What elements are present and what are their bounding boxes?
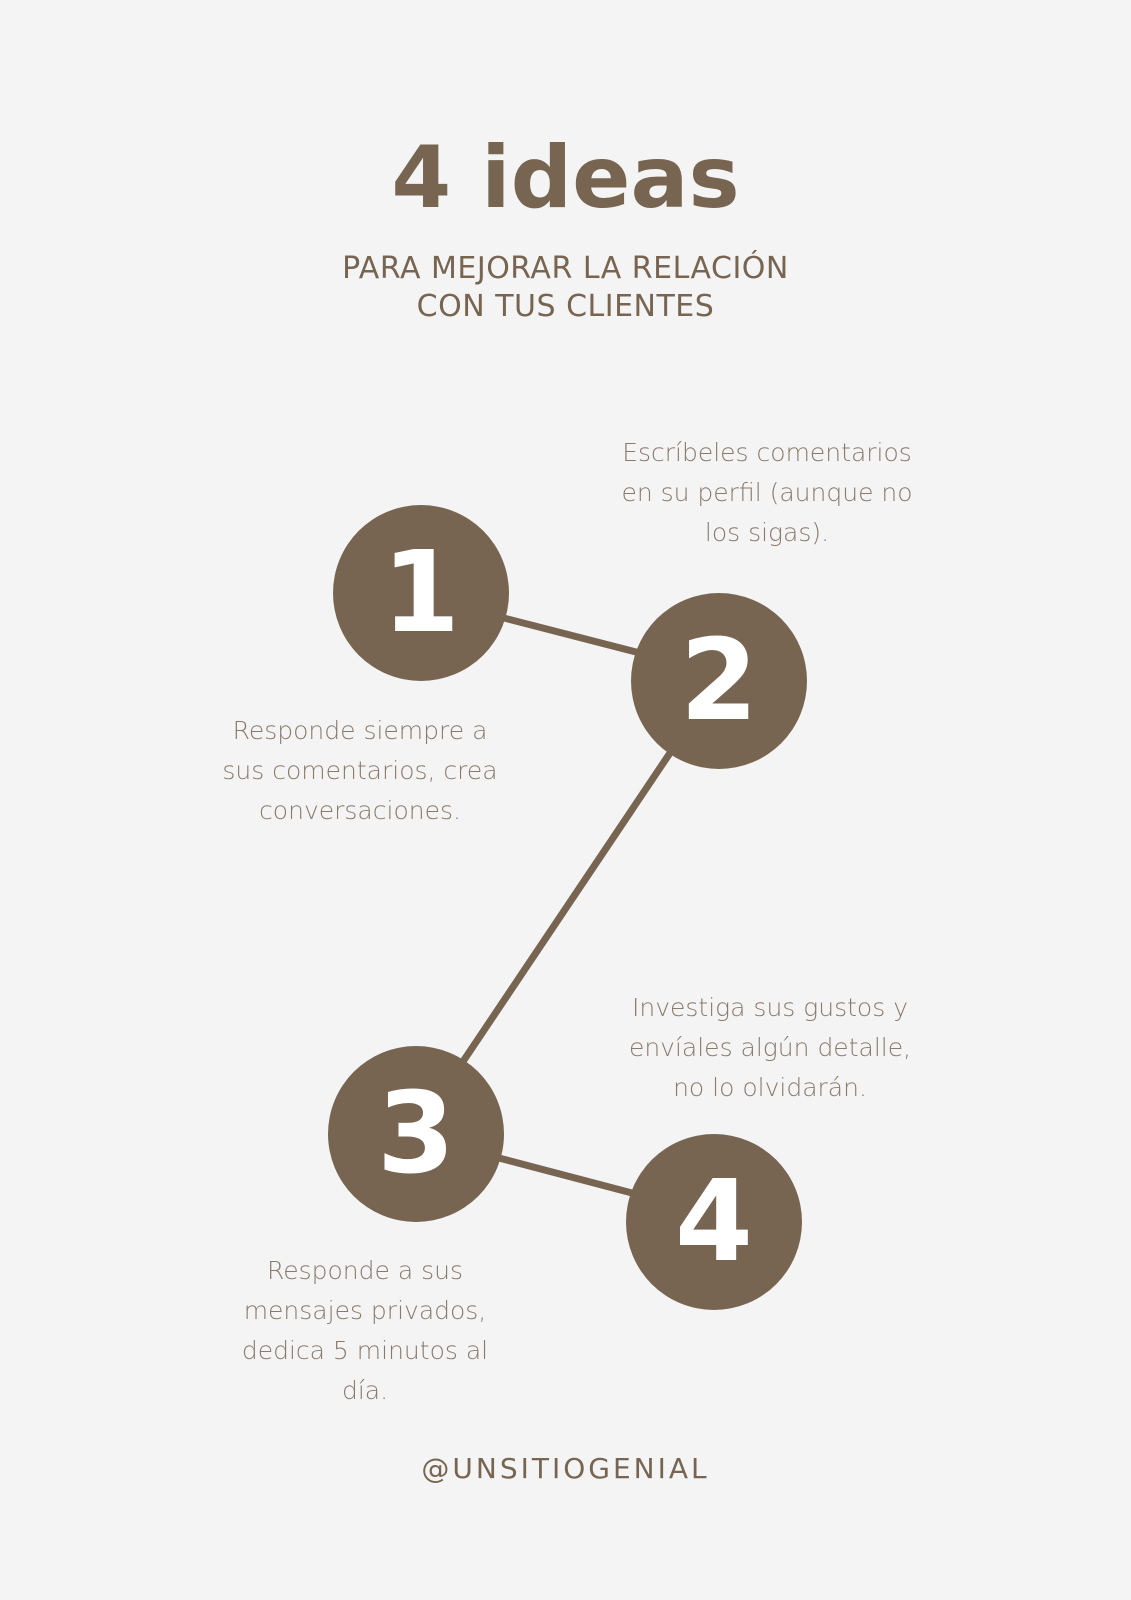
step-3-text-line: mensajes privados, xyxy=(243,1296,487,1325)
subtitle-line: PARA MEJORAR LA RELACIÓN xyxy=(342,251,789,286)
step-3-text-line: dedica 5 minutos al xyxy=(241,1336,489,1365)
step-2-circle: 2 xyxy=(631,593,807,769)
step-3-circle: 3 xyxy=(328,1046,504,1222)
step-1-text-line: conversaciones. xyxy=(259,796,461,825)
step-4-text: Investiga sus gustos y envíales algún de… xyxy=(615,988,925,1108)
step-4-text-line: Investiga sus gustos y xyxy=(631,993,908,1022)
step-3-text-line: día. xyxy=(341,1376,389,1405)
step-2-text-line: Escríbeles comentarios xyxy=(622,438,912,467)
step-1-text-line: sus comentarios, crea xyxy=(222,756,498,785)
step-2-text: Escríbeles comentarios en su perfil (aun… xyxy=(612,433,922,553)
step-1-circle: 1 xyxy=(333,505,509,681)
step-1-text: Responde siempre a sus comentarios, crea… xyxy=(205,711,515,831)
connector-2-3 xyxy=(458,746,676,1067)
step-3-text: Responde a sus mensajes privados, dedica… xyxy=(210,1251,520,1411)
step-4-text-line: envíales algún detalle, xyxy=(628,1033,912,1062)
step-3-text-line: Responde a sus xyxy=(266,1256,464,1285)
step-4-text-line: no lo olvidarán. xyxy=(673,1073,867,1102)
step-1-text-line: Responde siempre a xyxy=(232,716,488,745)
step-4-circle: 4 xyxy=(626,1134,802,1310)
social-handle: @UNSITIOGENIAL xyxy=(421,1452,710,1485)
subtitle-line: CON TUS CLIENTES xyxy=(416,289,715,324)
connector-1-2 xyxy=(496,613,644,657)
connector-3-4 xyxy=(491,1153,636,1197)
step-2-text-line: en su perfil (aunque no xyxy=(621,478,913,507)
step-2-text-line: los sigas). xyxy=(704,518,830,547)
page-title: 4 ideas xyxy=(391,128,740,228)
page-subtitle: PARA MEJORAR LA RELACIÓN CON TUS CLIENTE… xyxy=(0,250,1131,326)
